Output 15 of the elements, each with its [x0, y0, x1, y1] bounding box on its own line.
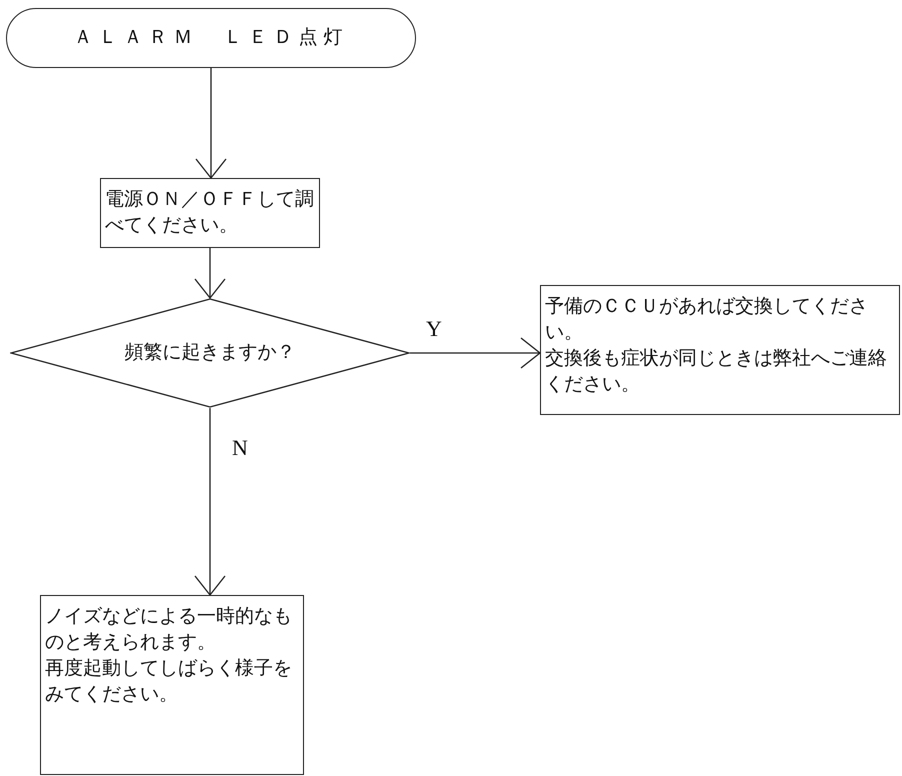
- process-box: [40, 595, 304, 775]
- arrow: [410, 337, 541, 369]
- question-text: 頻繁に起きますか？: [124, 341, 296, 365]
- instruction-text: 交換後も症状が同じときは弊社へご連絡ください。: [545, 347, 888, 397]
- arrow: [194, 248, 226, 299]
- instruction-text: 予備のＣＣＵがあれば交換してください。: [545, 295, 869, 345]
- arrow: [194, 408, 226, 596]
- process-box: [100, 178, 320, 248]
- instruction-text: ノイズなどによる一時的なものと考えられます。: [45, 605, 293, 655]
- start-text: ＡＬＡＲＭ ＬＥＤ点灯: [74, 26, 348, 50]
- instruction-text: 電源ＯＮ／ＯＦＦして調べてください。: [105, 188, 315, 238]
- process-box: [540, 285, 900, 415]
- instruction-text: 再度起動してしばらく様子をみてください。: [45, 657, 293, 707]
- arrow: [195, 68, 227, 179]
- decision-diamond: [10, 298, 410, 408]
